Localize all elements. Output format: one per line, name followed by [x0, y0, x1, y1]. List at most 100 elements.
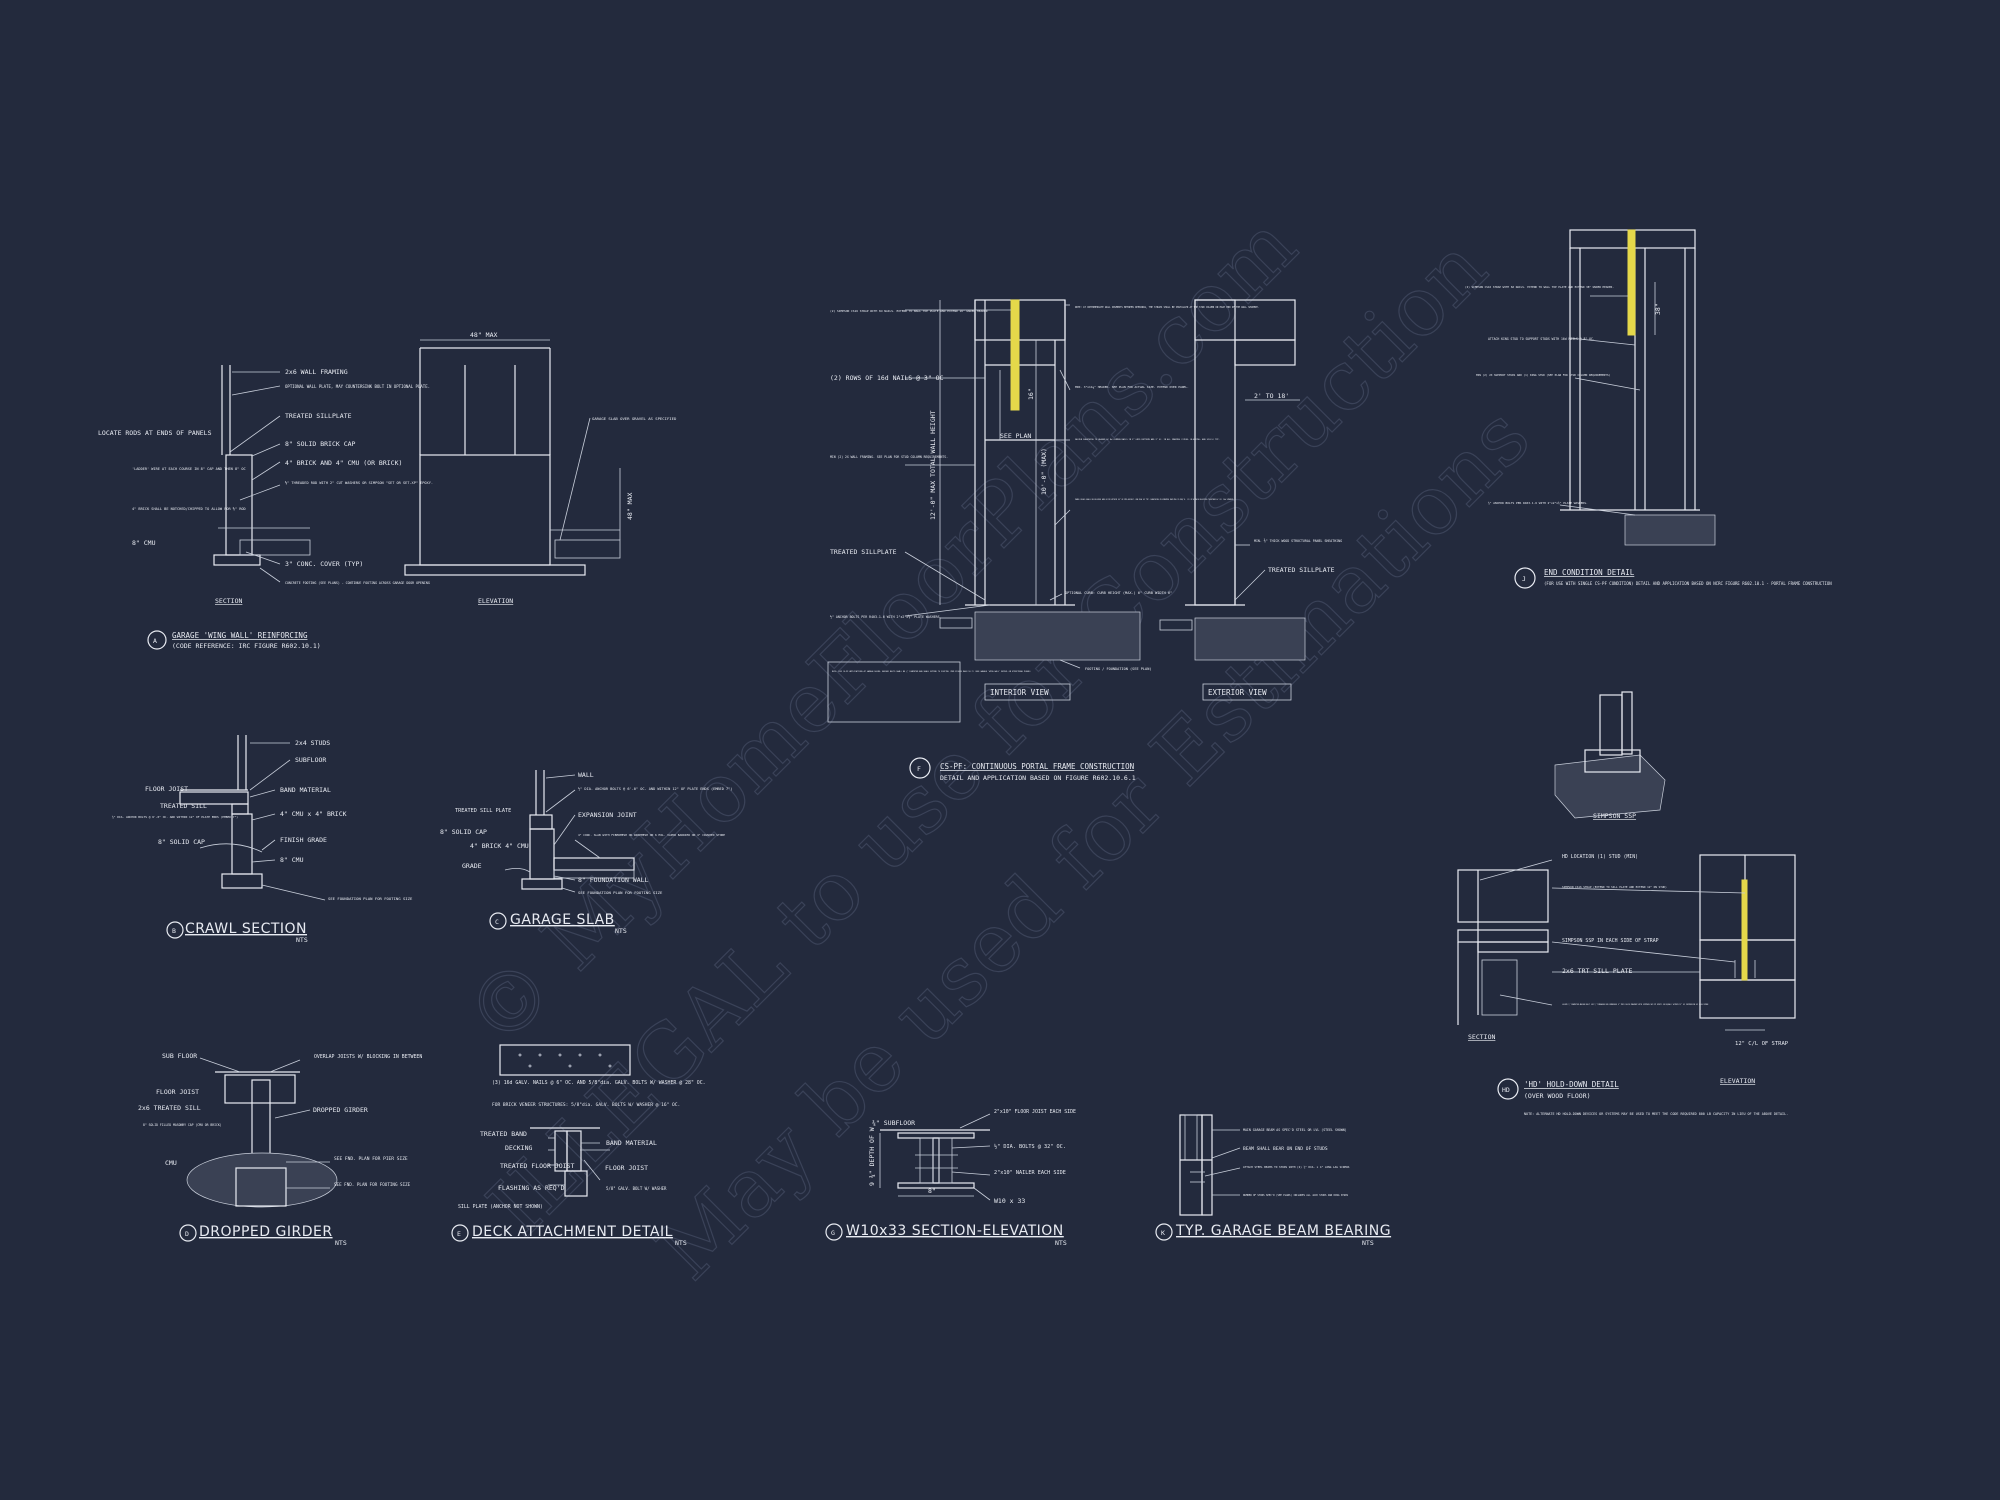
detail-a-note-cover: 3" CONC. COVER (TYP) — [285, 560, 363, 568]
detail-a-letter: A — [153, 637, 157, 645]
detail-c-note-cap: 8" SOLID CAP — [440, 828, 487, 836]
detail-a-dim-top: 48" MAX — [470, 331, 497, 339]
detail-e-note-band-material: BAND MATERIAL — [606, 1139, 657, 1147]
detail-f-note-fasten: FASTEN SHEATHING TO HEADER W/ 8d COMMON … — [1075, 438, 1220, 441]
detail-g-nts: NTS — [1055, 1239, 1067, 1247]
detail-hd-hold-down: SIMPSON SSP SECTION 12" C/L OF STRAP ELE… — [1457, 691, 1796, 1116]
detail-a-note-footing: CONCRETE FOOTING (SEE PLANS) - CONTINUE … — [285, 581, 430, 585]
detail-hd-marker — [1497, 1078, 1519, 1100]
detail-d-note-girder: DROPPED GIRDER — [313, 1106, 368, 1114]
detail-c-note-wall: WALL — [578, 771, 594, 779]
detail-c-letter: C — [495, 918, 499, 926]
detail-hd-note-location: HD LOCATION (1) STUD (MIN) — [1562, 854, 1638, 860]
detail-hd-elevation-label: ELEVATION — [1720, 1077, 1755, 1085]
detail-b-note-footing: SEE FOUNDATION PLAN FOR FOOTING SIZE — [328, 896, 413, 901]
detail-a-note-left-1: LOCATE RODS AT ENDS OF PANELS — [98, 429, 212, 437]
detail-e-note-veneer: FOR BRICK VENEER STRUCTURES: 5/8"dia. GA… — [492, 1102, 680, 1108]
detail-c-nts: NTS — [615, 927, 627, 935]
detail-f-subtitle: DETAIL AND APPLICATION BASED ON FIGURE R… — [940, 774, 1136, 782]
detail-c-garage-slab: WALL ½" DIA. ANCHOR BOLTS @ 6'-0" OC. AN… — [440, 770, 732, 935]
detail-g-note-bolts: ½" DIA. BOLTS @ 32" OC. — [994, 1143, 1066, 1150]
detail-c-note-bolts: ½" DIA. ANCHOR BOLTS @ 6'-0" OC. AND WIT… — [578, 787, 732, 791]
detail-k-note-bear: BEAM SHALL BEAR ON END OF STUDS — [1243, 1146, 1328, 1152]
detail-j-dim: 38" — [1654, 303, 1662, 315]
detail-e-note-treated-joist: TREATED FLOOR JOIST — [500, 1162, 574, 1170]
detail-e-note-decking: DECKING — [505, 1144, 532, 1152]
detail-f-note-sheathing: MIN. ⅜" THICK WOOD STRUCTURAL PANEL SHEA… — [1254, 539, 1342, 543]
detail-hd-dim: 12" C/L OF STRAP — [1735, 1041, 1789, 1047]
detail-e-note-floor-joist: FLOOR JOIST — [605, 1164, 648, 1172]
detail-f-interior-label: INTERIOR VIEW — [990, 688, 1049, 697]
detail-hd-note-ssp: SIMPSON SSP IN EACH SIDE OF STRAP — [1562, 938, 1659, 944]
detail-b-note-joist: FLOOR JOIST — [145, 785, 188, 793]
detail-c-note-brick: 4" BRICK 4" CMU — [470, 842, 529, 850]
detail-f-note-treated-sill: TREATED SILLPLATE — [1268, 566, 1335, 574]
detail-a-note-cmu: 8" CMU — [132, 539, 156, 547]
detail-d-title: DROPPED GIRDER — [199, 1224, 333, 1240]
detail-e-note-nails: (3) 16d GALV. NAILS @ 6" OC. AND 5/8"dia… — [492, 1080, 706, 1086]
detail-f-title: CS-PF: CONTINUOUS PORTAL FRAME CONSTRUCT… — [940, 762, 1134, 771]
detail-c-note-grade: GRADE — [462, 862, 482, 870]
detail-b-marker — [166, 921, 184, 939]
detail-c-title: GARAGE SLAB — [510, 912, 615, 928]
detail-f-interior-strap — [1010, 299, 1020, 411]
detail-f-note-intermediate: NOTE: AT INTERMEDIATE WALL SEGMENTS BETW… — [1075, 306, 1259, 309]
detail-a-note-cap: 8" SOLID BRICK CAP — [285, 440, 356, 448]
detail-d-note-joist: FLOOR JOIST — [156, 1088, 199, 1096]
detail-f-note-box — [827, 661, 961, 723]
detail-k-title: TYP. GARAGE BEAM BEARING — [1175, 1223, 1391, 1239]
detail-hd-letter: HD — [1502, 1086, 1510, 1094]
detail-d-note-subfloor: SUB FLOOR — [162, 1052, 197, 1060]
detail-e-deck-attachment: (3) 16d GALV. NAILS @ 6" OC. AND 5/8"dia… — [451, 1044, 706, 1247]
detail-d-note-sill: 2x6 TREATED SILL — [138, 1104, 201, 1112]
detail-b-note-studs: 2x4 STUDS — [295, 739, 330, 747]
detail-a-dim-right: 48" MAX — [626, 493, 634, 520]
detail-c-marker — [489, 912, 507, 930]
detail-e-note-band: TREATED BAND — [480, 1130, 527, 1138]
detail-e-marker — [451, 1224, 469, 1242]
detail-d-dropped-girder: SUB FLOOR OVERLAP JOISTS W/ BLOCKING IN … — [138, 1052, 422, 1247]
detail-a-note-brick-cmu: 4" BRICK AND 4" CMU (OR BRICK) — [285, 459, 402, 467]
detail-f-note-box-text: NOTE: FOR CS-PF APPLICATIONS AT GARAGE D… — [832, 670, 1031, 673]
detail-g-note-beam: W10 x 33 — [994, 1197, 1025, 1205]
detail-g-w10x33: ¾" SUBFLOOR 2"x10" FLOOR JOIST EACH SIDE… — [825, 1109, 1076, 1247]
watermark-line-3: May be used for Estimations — [639, 389, 1548, 1298]
detail-a-title: GARAGE 'WING WALL' REINFORCING — [172, 631, 308, 640]
detail-g-note-subfloor: ¾" SUBFLOOR — [872, 1119, 915, 1127]
detail-c-note-slab: 4" CONC. SLAB WITH FIBERMESH OR WIREMESH… — [578, 833, 725, 837]
detail-e-note-bolt: 5/8" GALV. BOLT W/ WASHER — [606, 1186, 667, 1191]
detail-e-nts: NTS — [675, 1239, 687, 1247]
detail-g-letter: G — [831, 1229, 835, 1237]
detail-f-note-strap: (2) SIMPSON CS16 STRAP WITH 8d NAILS. EX… — [830, 309, 988, 313]
detail-b-note-cmu-brick: 4" CMU x 4" BRICK — [280, 810, 347, 818]
detail-a-note-optional-plate: OPTIONAL WALL PLATE, MAY COUNTERSINK BOL… — [285, 384, 430, 389]
detail-g-marker — [825, 1223, 843, 1241]
detail-hd-title: 'HD' HOLD-DOWN DETAIL — [1524, 1080, 1619, 1089]
watermark: © MyHomeFloorPlans.com ILLEGAL to use fo… — [448, 198, 1549, 1299]
detail-c-note-sill: TREATED SILL PLATE — [455, 808, 511, 814]
detail-c-note-foundation: 8" FOUNDATION WALL — [578, 876, 649, 884]
detail-b-note-band: BAND MATERIAL — [280, 786, 331, 794]
detail-b-note-sill: TREATED SILL — [160, 802, 207, 810]
detail-b-note-subfloor: SUBFLOOR — [295, 756, 326, 764]
detail-j-marker — [1514, 567, 1536, 589]
detail-b-title: CRAWL SECTION — [185, 921, 307, 937]
detail-a-marker — [147, 630, 167, 650]
detail-b-nts: NTS — [296, 936, 308, 944]
detail-hd-strap — [1741, 879, 1748, 981]
detail-a-note-brick: 4" BRICK SHALL BE NOTCHED/CHIPPED TO ALL… — [132, 507, 246, 511]
detail-a-notes-left: 'LADDER' WIRE AT EACH COURSE IN 8" CAP A… — [132, 467, 246, 547]
detail-k-letter: K — [1161, 1229, 1165, 1237]
detail-d-note-cmu: CMU — [165, 1159, 177, 1167]
detail-d-note-pier: SEE FND. PLAN FOR PIER SIZE — [334, 1156, 408, 1162]
detail-hd-ssp-label: SIMPSON SSP — [1593, 812, 1636, 820]
detail-hd-note-sill: 2x6 TRT SILL PLATE — [1562, 967, 1633, 975]
detail-a-note-framing: 2x6 WALL FRAMING — [285, 368, 348, 376]
detail-a-subtitle: (CODE REFERENCE: IRC FIGURE R602.10.1) — [172, 642, 321, 650]
detail-g-dim-depth: 9 ¾" DEPTH OF W — [868, 1127, 876, 1186]
detail-k-marker — [1155, 1223, 1173, 1241]
detail-c-note-footing: SEE FOUNDATION PLAN FOR FOOTING SIZE — [578, 890, 663, 895]
detail-e-note-sill: SILL PLATE (ANCHOR NOT SHOWN) — [458, 1204, 543, 1210]
detail-a-note-sillplate: TREATED SILLPLATE — [285, 412, 352, 420]
